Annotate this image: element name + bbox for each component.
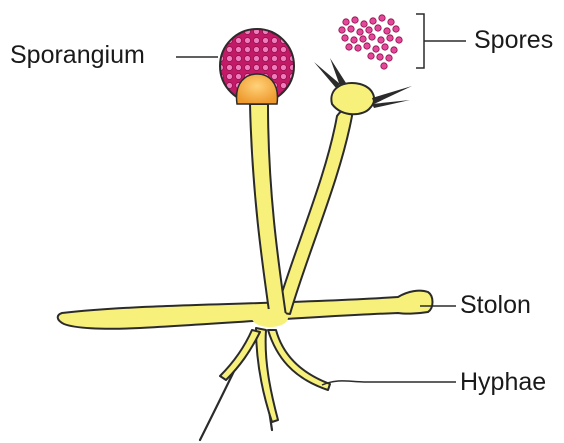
label-stolon: Stolon: [460, 293, 531, 318]
hyphae: [220, 328, 330, 422]
spores-cluster: [339, 15, 402, 69]
label-sporangium: Sporangium: [10, 43, 145, 68]
stolon-node: [252, 309, 288, 327]
sporangiophore-right: [276, 109, 352, 314]
sporangiophore-left: [250, 104, 286, 318]
burst-tip: [331, 83, 374, 114]
stolon: [58, 291, 433, 329]
label-hyphae: Hyphae: [460, 370, 546, 395]
label-spores: Spores: [474, 28, 553, 53]
sporangium: [220, 29, 294, 104]
